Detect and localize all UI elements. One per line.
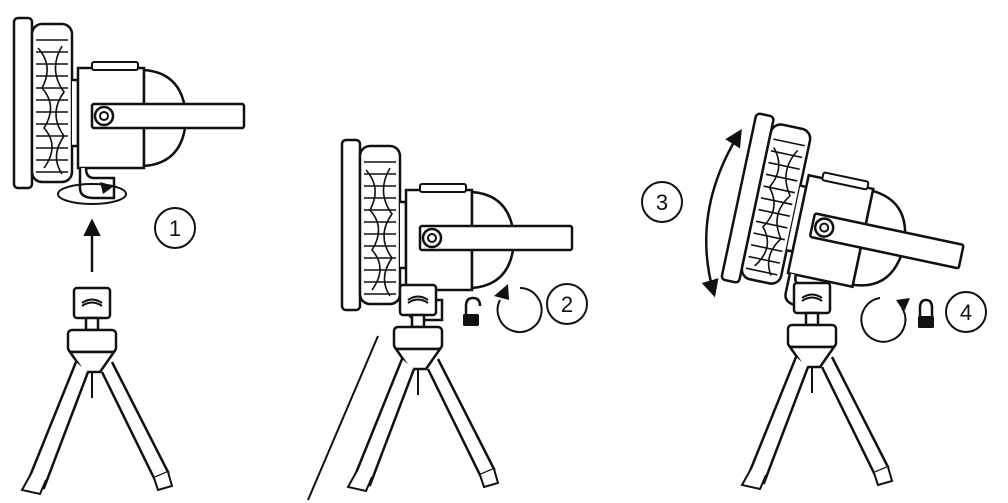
step-1-marker: 1 xyxy=(155,208,195,248)
step-3-marker: 3 xyxy=(642,182,682,222)
tripod-step-3 xyxy=(742,283,892,489)
fan-head-step-2 xyxy=(342,140,572,320)
tripod-step-1 xyxy=(22,288,172,494)
rotate-clockwise-arrow-icon xyxy=(861,298,910,342)
step-4-number: 4 xyxy=(960,300,972,325)
step-2-illustration: 2 xyxy=(308,140,587,500)
step-2-marker: 2 xyxy=(547,284,587,324)
rotate-counter-clockwise-arrow-icon xyxy=(494,284,542,332)
lock-icon xyxy=(918,300,934,328)
step-3-number: 3 xyxy=(656,190,668,215)
step-2-number: 2 xyxy=(561,292,573,317)
fan-head-tilted xyxy=(719,113,981,337)
step-4-marker: 4 xyxy=(946,292,986,332)
unlock-icon xyxy=(463,298,480,326)
step-1-illustration: 1 xyxy=(14,18,244,494)
fan-head-step-1 xyxy=(14,18,244,198)
step-1-number: 1 xyxy=(169,216,181,241)
step-3-4-illustration: 3 4 xyxy=(642,113,986,489)
